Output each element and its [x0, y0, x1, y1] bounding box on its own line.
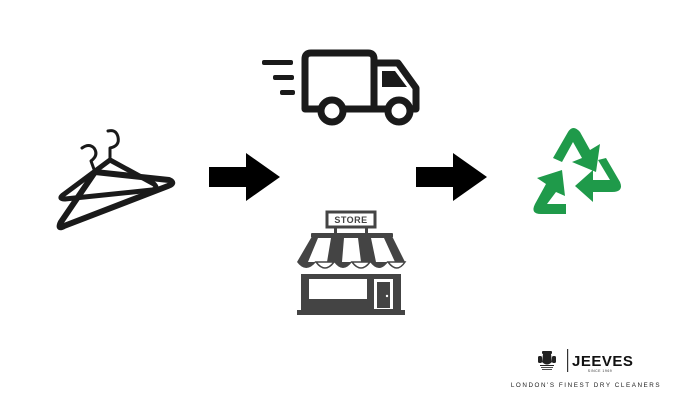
- right-arrow-icon: [416, 153, 487, 201]
- delivery-truck-icon: [262, 49, 420, 126]
- clothes-hanger-icon: [56, 129, 176, 231]
- store-sign-text: STORE: [334, 215, 367, 225]
- storefront-icon: STORE: [297, 210, 407, 315]
- recycle-icon: [533, 128, 621, 214]
- brand-tagline: LONDON'S FINEST DRY CLEANERS: [511, 382, 661, 389]
- brand-since: SINCE 1969: [588, 369, 612, 373]
- right-arrow-icon: [209, 153, 280, 201]
- brand-name: JEEVES: [572, 353, 633, 370]
- royal-crest-icon: [538, 351, 556, 370]
- jeeves-logo: JEEVES SINCE 1969 LONDON'S FINEST DRY CL…: [511, 349, 661, 389]
